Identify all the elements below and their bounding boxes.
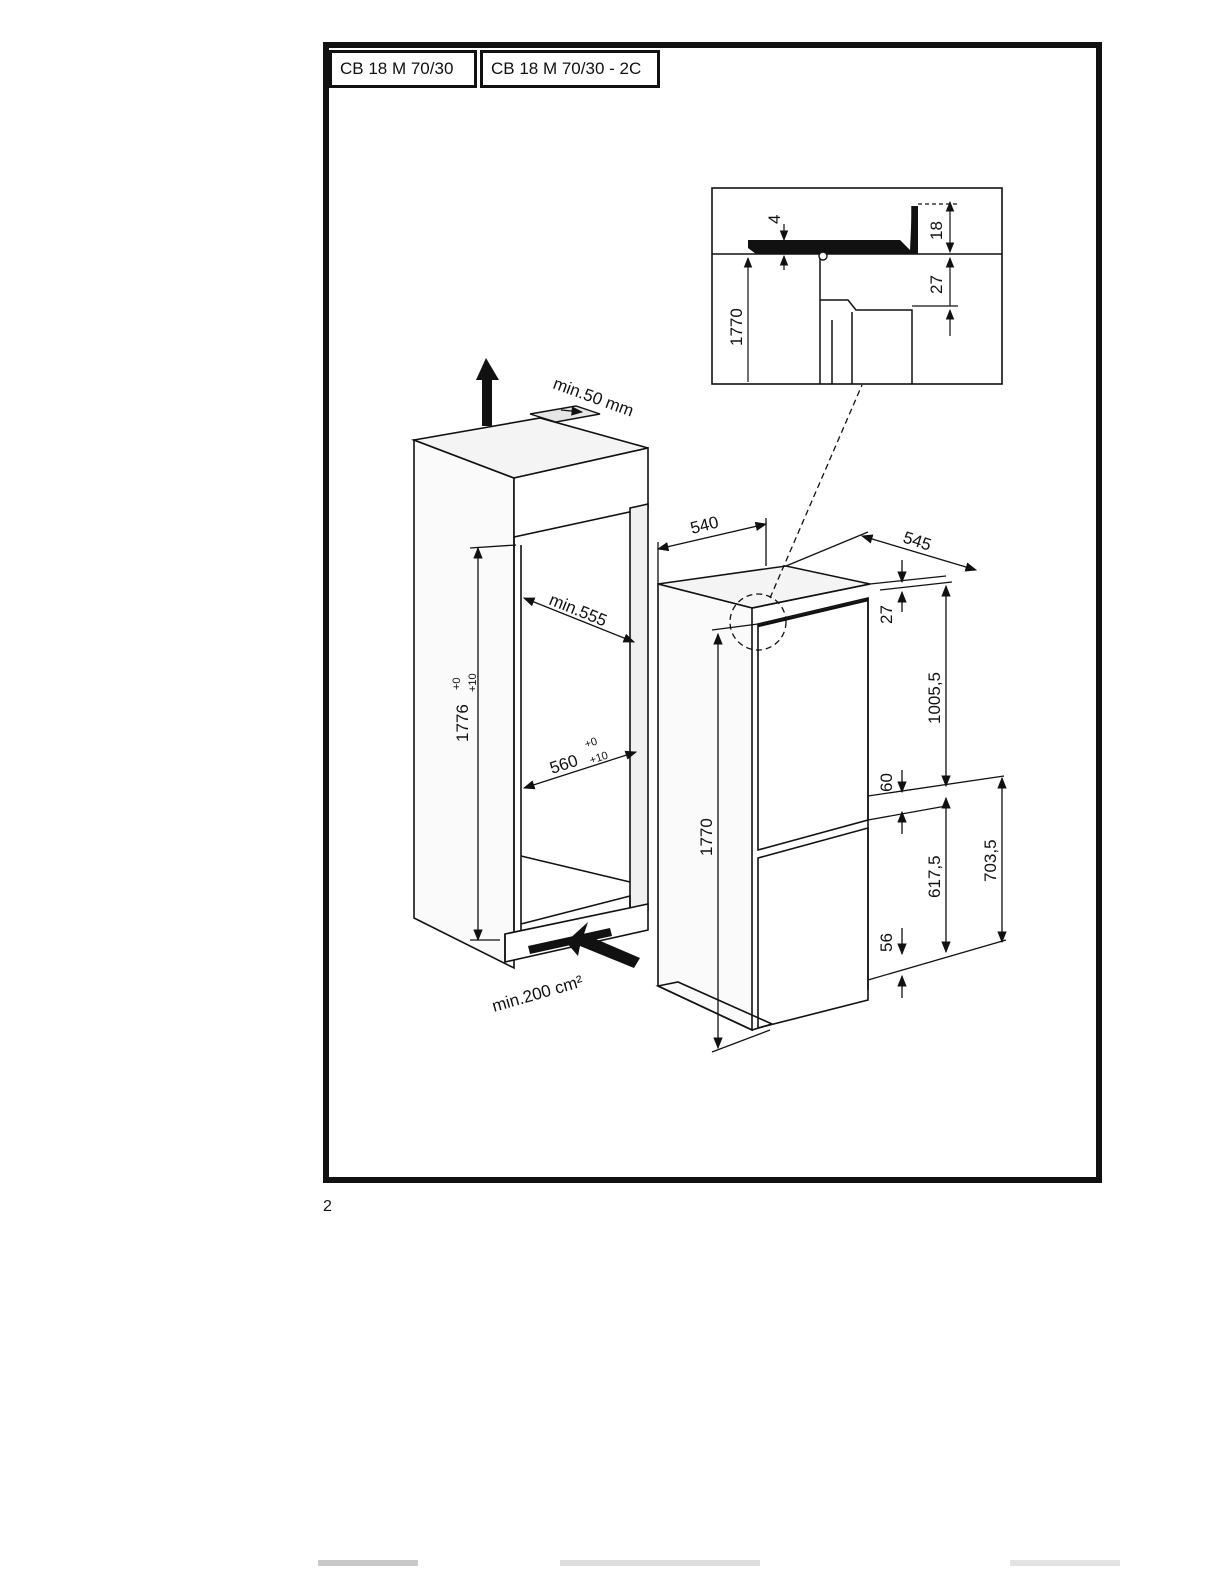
niche-width-tol-minus: +10 xyxy=(588,750,609,767)
page-number: 2 xyxy=(323,1198,332,1216)
niche-depth-label: min.555 xyxy=(547,590,610,630)
appliance-upper-door-label: 1005,5 xyxy=(925,672,944,724)
air-outlet-arrow-icon xyxy=(476,358,499,426)
appliance xyxy=(658,566,870,1030)
scan-artifact xyxy=(318,1560,418,1566)
appliance-depth-label: 545 xyxy=(901,528,934,555)
niche-bottom-vent-label: min.200 cm² xyxy=(490,972,585,1016)
appliance-lower-door-label: 617,5 xyxy=(925,855,944,898)
scan-artifact xyxy=(560,1560,760,1566)
cabinet-niche xyxy=(414,418,648,968)
scan-artifact xyxy=(1010,1560,1120,1566)
detail-inset: 4 18 27 1770 xyxy=(712,188,1002,384)
appliance-width-label: 540 xyxy=(688,513,720,538)
detail-height-label: 1770 xyxy=(727,308,746,346)
appliance-base-gap-label: 56 xyxy=(877,933,896,952)
appliance-door-gap-label: 60 xyxy=(877,773,896,792)
appliance-height-label: 1770 xyxy=(697,818,716,856)
niche-height-tol-minus: +10 xyxy=(467,673,479,692)
niche-width-label: 560 xyxy=(547,751,580,778)
niche-height-tol-plus: +0 xyxy=(451,677,463,690)
detail-top-label: 18 xyxy=(927,221,946,240)
detail-gap-label: 4 xyxy=(765,215,784,224)
niche-height-label: 1776 xyxy=(453,704,472,742)
niche-width-tol-plus: +0 xyxy=(583,736,599,751)
detail-offset-label: 27 xyxy=(927,275,946,294)
appliance-lower-section-label: 703,5 xyxy=(981,839,1000,882)
appliance-top-gap-label: 27 xyxy=(877,605,896,624)
